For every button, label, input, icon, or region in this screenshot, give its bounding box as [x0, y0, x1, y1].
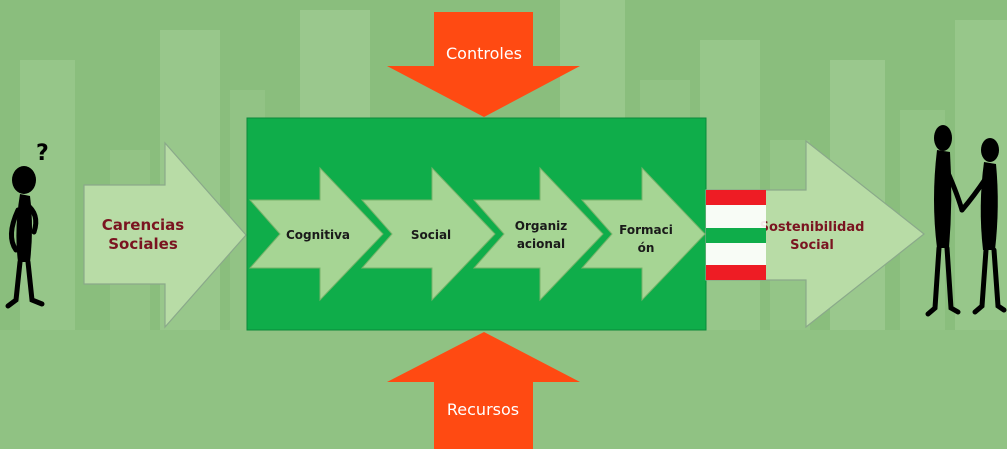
- step-chevron-formacion: Formaci ón: [580, 166, 706, 302]
- step-label-cognitiva: Cognitiva: [286, 228, 350, 242]
- thinking-person-icon: ?: [5, 141, 49, 309]
- input-label-line2: Sociales: [108, 235, 178, 253]
- output-label-line1: Sostenibilidad: [760, 220, 865, 235]
- input-arrow: Carencias Sociales: [83, 141, 247, 329]
- step-label-social: Social: [411, 228, 451, 242]
- step-label-organizacional-1: Organiz: [515, 219, 567, 233]
- step-chevron-cognitiva: Cognitiva: [248, 166, 384, 302]
- step-chevron-organizacional: Organiz acional: [472, 166, 604, 302]
- input-label-line1: Carencias: [102, 216, 185, 234]
- output-arrow: Sostenibilidad Social: [705, 139, 925, 329]
- output-label-line2: Social: [790, 238, 834, 253]
- step-chevron-social: Social: [360, 166, 496, 302]
- stripe-block: [706, 190, 766, 280]
- step-label-formacion-2: ón: [638, 241, 655, 255]
- svg-text:?: ?: [36, 141, 49, 166]
- step-label-organizacional-2: acional: [517, 237, 565, 251]
- handshake-people-icon: [925, 125, 1007, 317]
- controls-arrow: Controles: [387, 12, 580, 117]
- step-label-formacion-1: Formaci: [619, 223, 673, 237]
- controls-label: Controles: [446, 44, 522, 63]
- resources-arrow: Recursos: [387, 332, 580, 449]
- resources-label: Recursos: [447, 400, 519, 419]
